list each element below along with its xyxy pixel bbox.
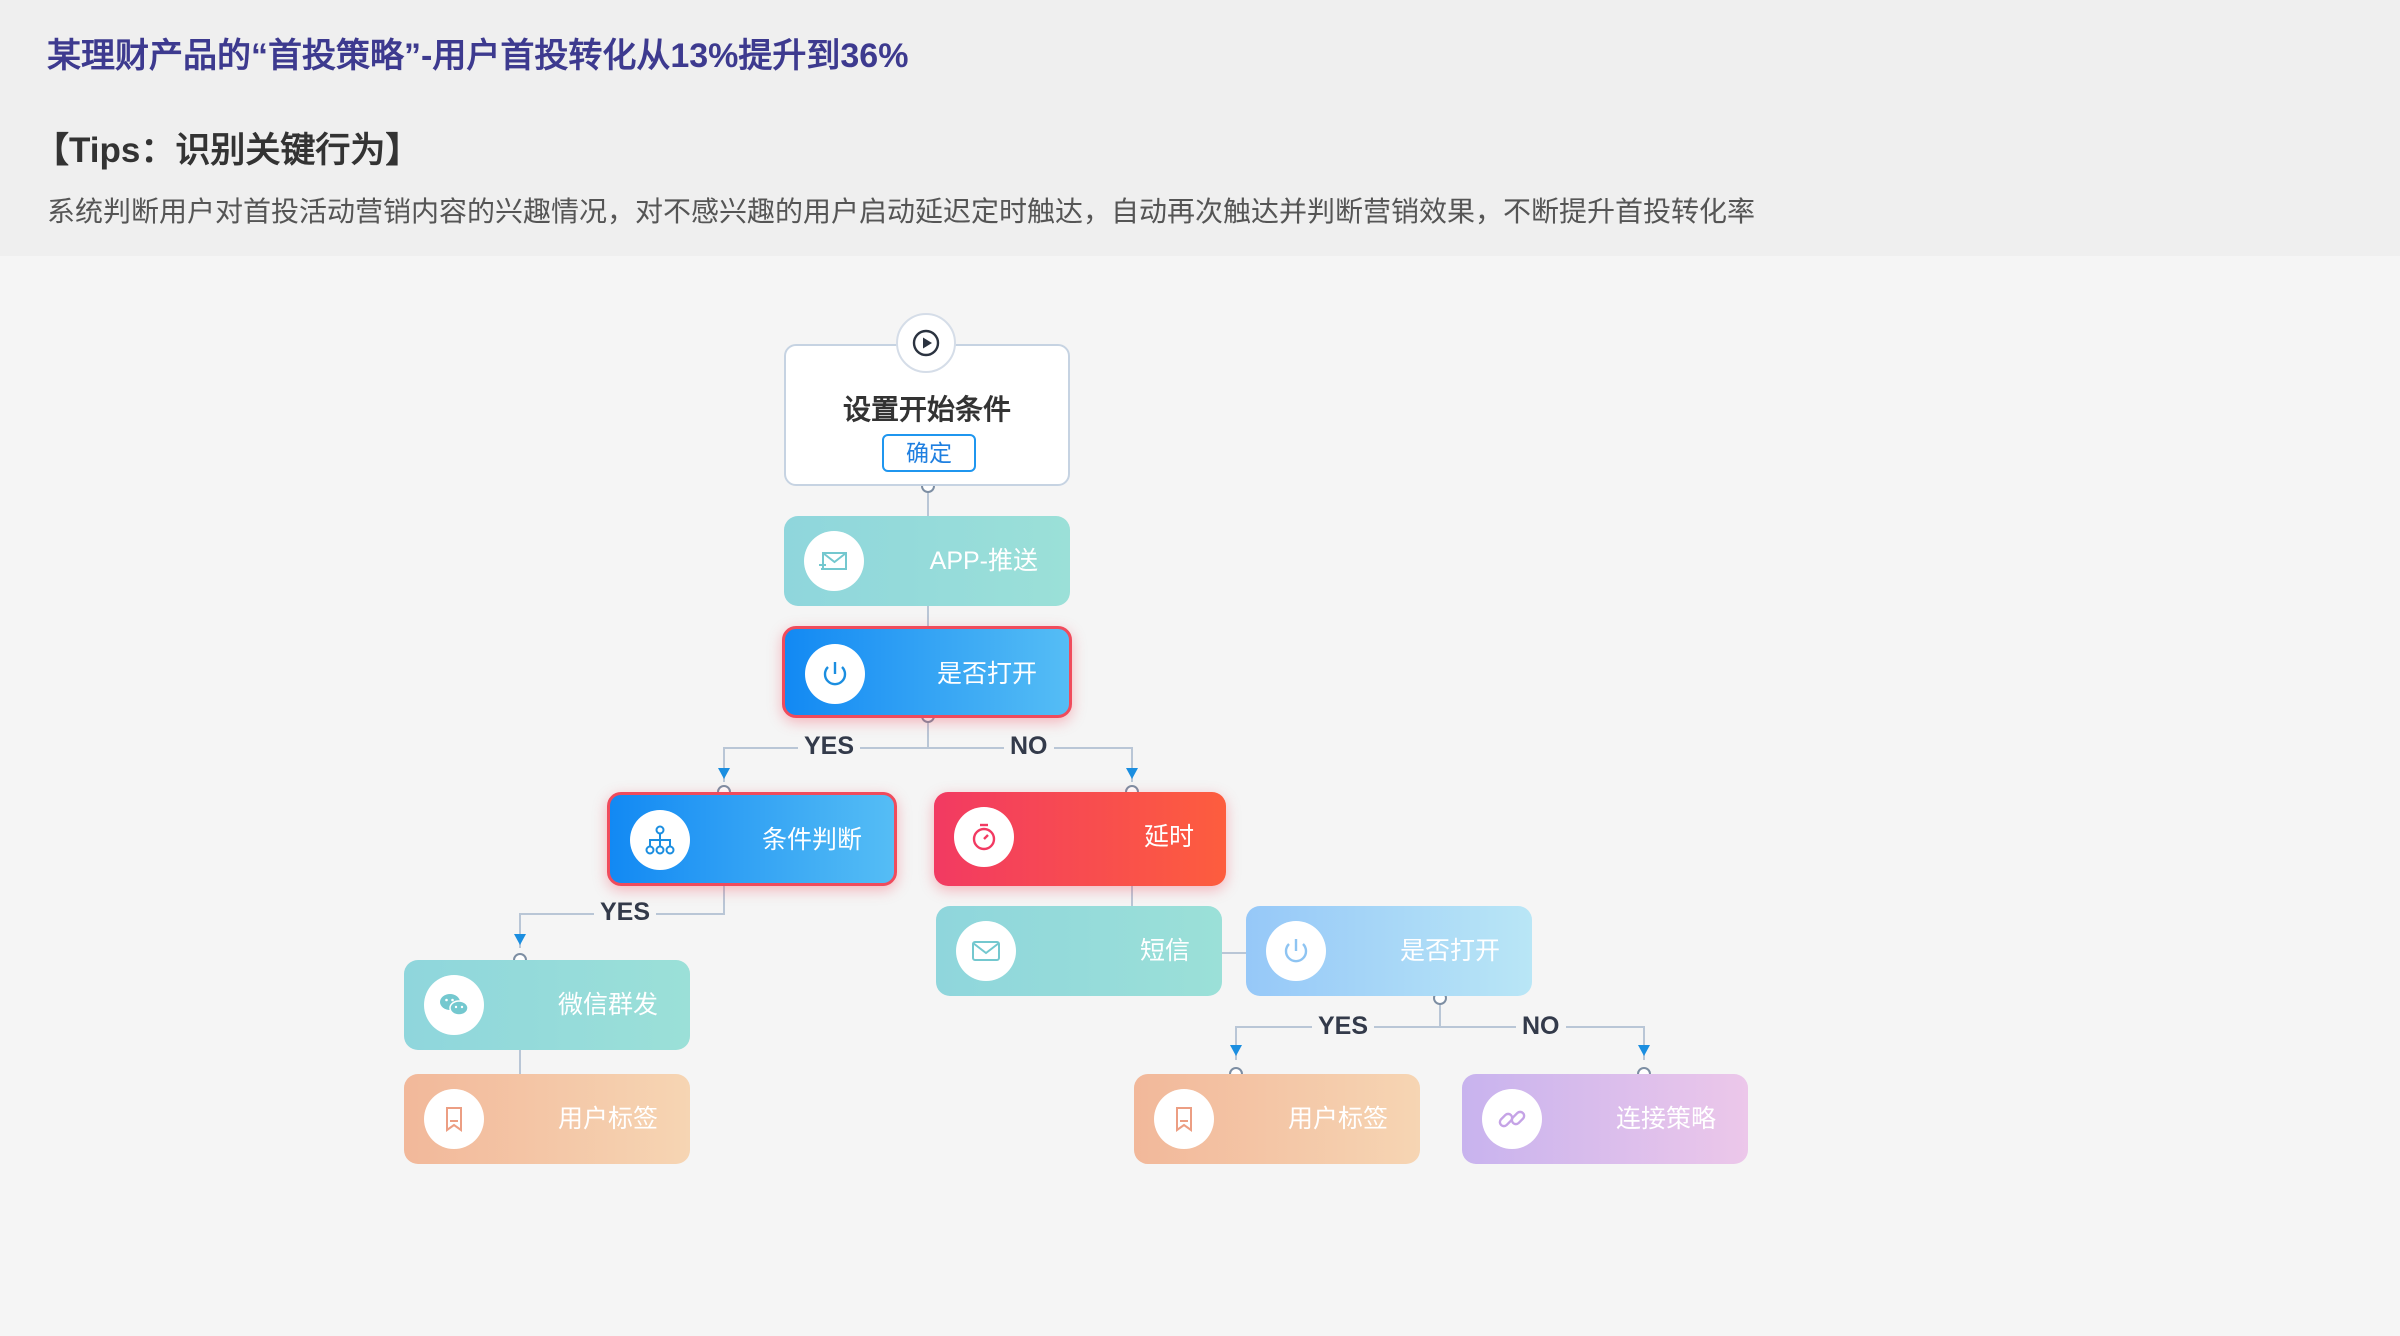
node-wechat-broadcast[interactable]: 微信群发 xyxy=(404,960,690,1050)
play-icon xyxy=(896,313,956,373)
tips-description: 系统判断用户对首投活动营销内容的兴趣情况，对不感兴趣的用户启动延迟定时触达，自动… xyxy=(47,196,1756,227)
node-is-opened[interactable]: 是否打开 xyxy=(782,626,1072,718)
wechat-icon xyxy=(424,975,484,1035)
branch-label-yes: YES xyxy=(1312,1012,1375,1041)
hierarchy-icon xyxy=(630,810,690,870)
node-label: 条件判断 xyxy=(761,826,862,854)
branch-label-no: NO xyxy=(1004,732,1054,761)
node-label: 连接策略 xyxy=(1615,1105,1716,1133)
arrow-yes-2 xyxy=(514,934,526,945)
node-link-strategy[interactable]: 连接策略 xyxy=(1462,1074,1748,1164)
mail-send-icon xyxy=(804,531,864,591)
node-is-opened[interactable]: 是否打开 xyxy=(1246,906,1532,996)
bookmark-icon xyxy=(424,1089,484,1149)
node-label: 微信群发 xyxy=(557,991,658,1019)
power-icon xyxy=(1266,921,1326,981)
branch-label-yes: YES xyxy=(798,732,861,761)
node-condition-check[interactable]: 条件判断 xyxy=(607,792,897,886)
page-title: 某理财产品的“首投策略”-用户首投转化从13%提升到36% xyxy=(47,37,909,75)
node-label: 用户标签 xyxy=(557,1105,658,1133)
link-icon xyxy=(1482,1089,1542,1149)
arrow-yes-3 xyxy=(1230,1045,1242,1056)
start-condition-title: 设置开始条件 xyxy=(842,394,1011,425)
node-app-push[interactable]: APP-推送 xyxy=(784,516,1070,606)
node-label: 是否打开 xyxy=(1399,937,1500,965)
node-user-tag[interactable]: 用户标签 xyxy=(404,1074,690,1164)
stopwatch-icon xyxy=(954,807,1014,867)
header-panel: 某理财产品的“首投策略”-用户首投转化从13%提升到36% 【Tips：识别关键… xyxy=(0,0,2400,256)
confirm-button[interactable]: 确定 xyxy=(882,434,976,472)
branch-label-yes: YES xyxy=(594,898,657,927)
envelope-icon xyxy=(956,921,1016,981)
power-icon xyxy=(805,644,865,704)
bookmark-icon xyxy=(1154,1089,1214,1149)
node-label: 用户标签 xyxy=(1287,1105,1388,1133)
arrow-heads xyxy=(514,768,1650,1056)
node-user-tag[interactable]: 用户标签 xyxy=(1134,1074,1420,1164)
branch-label-no: NO xyxy=(1516,1012,1566,1041)
node-label: APP-推送 xyxy=(929,547,1038,575)
arrow-yes-1 xyxy=(718,768,730,779)
arrow-no-1 xyxy=(1126,768,1138,779)
node-delay[interactable]: 延时 xyxy=(934,792,1226,886)
node-label: 短信 xyxy=(1139,937,1190,965)
node-label: 延时 xyxy=(1143,823,1194,851)
node-sms[interactable]: 短信 xyxy=(936,906,1222,996)
arrow-no-3 xyxy=(1638,1045,1650,1056)
node-label: 是否打开 xyxy=(936,660,1037,688)
tips-heading: 【Tips：识别关键行为】 xyxy=(34,131,421,170)
